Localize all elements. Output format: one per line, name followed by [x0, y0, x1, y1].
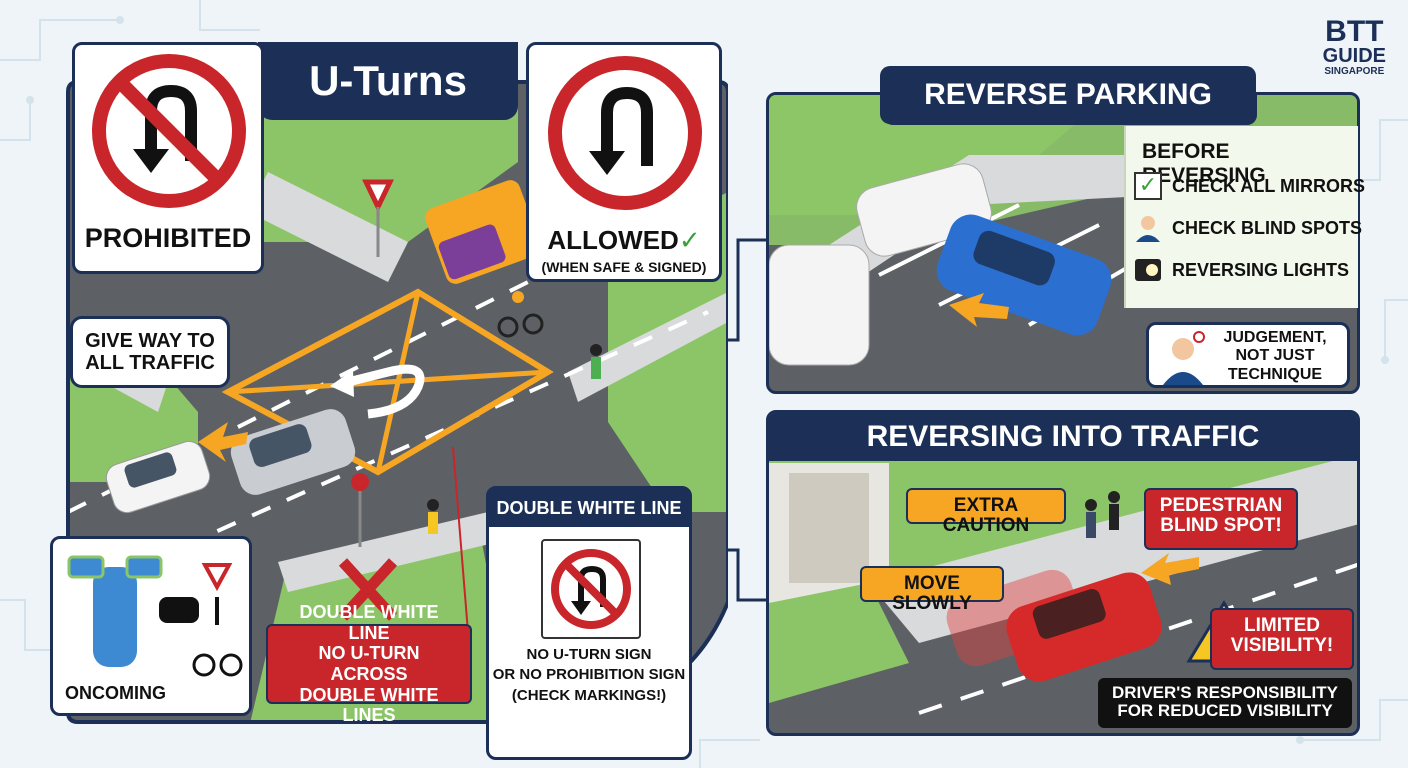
double-white-box-title: DOUBLE WHITE LINE	[489, 489, 689, 527]
before-reversing-box: BEFORE REVERSING	[1124, 126, 1358, 308]
double-white-warning-line2: NO U-TURN ACROSS	[318, 643, 420, 684]
person-icon	[1136, 216, 1160, 242]
pedestrian-line2: BLIND SPOT!	[1160, 514, 1282, 536]
brand-logo: BTT GUIDE SINGAPORE	[1322, 15, 1386, 78]
reversing-traffic-title-bar: REVERSING INTO TRAFFIC	[769, 413, 1357, 461]
parked-white-car-left	[769, 244, 870, 366]
no-uturn-sign-icon	[92, 54, 246, 208]
brand-line3: SINGAPORE	[1324, 66, 1385, 77]
thinking-driver-icon	[1163, 331, 1205, 385]
check-blind-spots-label: CHECK BLIND SPOTS	[1172, 217, 1363, 238]
extra-caution-tag: EXTRA CAUTION	[906, 488, 1066, 535]
mirror-view-illustration	[67, 555, 243, 677]
no-uturn-small-icon	[551, 549, 631, 629]
white-car	[105, 440, 211, 514]
judgement-line1: JUDGEMENT,	[1223, 329, 1327, 346]
double-white-warning-line1: DOUBLE WHITE LINE	[299, 601, 439, 643]
reversing-lights-item: REVERSING LIGHTS	[1134, 258, 1349, 282]
reverse-parking-title-bar: REVERSE PARKING	[880, 66, 1256, 124]
reversing-traffic-title: REVERSING INTO TRAFFIC	[866, 420, 1260, 453]
uturn-allowed-sign-icon	[548, 56, 702, 210]
blue-reversing-car	[936, 214, 1112, 336]
double-white-caption-line2: OR NO PROHIBITION SIGN	[492, 666, 686, 684]
limited-line1: LIMITED	[1244, 615, 1320, 636]
allowed-label: ALLOWED	[547, 225, 679, 255]
double-white-caption-line3: (CHECK MARKINGS!)	[511, 686, 667, 704]
reversing-lights-label: REVERSING LIGHTS	[1172, 259, 1350, 280]
judgement-line3: TECHNIQUE	[1227, 365, 1323, 383]
limited-visibility-tag: LIMITED VISIBILITY!	[1210, 608, 1354, 670]
reversing-traffic-panel: REVERSING INTO TRAFFIC	[766, 410, 1360, 736]
check-icon: ✓	[1134, 172, 1162, 200]
limited-line2: VISIBILITY!	[1230, 634, 1334, 656]
judgement-bubble: JUDGEMENT, NOT JUST TECHNIQUE	[1146, 322, 1350, 388]
allowed-label-row: ALLOWED✓	[529, 225, 719, 256]
check-blind-spots-item: CHECK BLIND SPOTS	[1134, 214, 1362, 242]
double-white-warning-line3: DOUBLE WHITE LINES	[299, 684, 439, 726]
give-way-text: GIVE WAY TO ALL TRAFFIC	[85, 330, 215, 374]
double-white-caption: NO U-TURN SIGN OR NO PROHIBITION SIGN (C…	[489, 645, 689, 706]
reverse-parking-title: REVERSE PARKING	[924, 78, 1212, 111]
check-mirrors-label: CHECK ALL MIRRORS	[1172, 175, 1365, 196]
give-way-bubble: GIVE WAY TO ALL TRAFFIC	[70, 316, 230, 388]
no-uturn-plate	[541, 539, 641, 639]
move-slowly-tag: MOVE SLOWLY	[860, 566, 1004, 613]
driver-responsibility-tag: DRIVER'S RESPONSIBILITY FOR REDUCED VISI…	[1098, 678, 1352, 728]
double-white-caption-line1: NO U-TURN SIGN	[526, 646, 652, 663]
double-white-warning: DOUBLE WHITE LINE NO U-TURN ACROSS DOUBL…	[266, 602, 472, 725]
oncoming-card: ONCOMING	[50, 536, 252, 716]
red-reversing-car	[1006, 572, 1162, 682]
check-mirrors-item: ✓ CHECK ALL MIRRORS	[1134, 172, 1365, 200]
judgement-text: JUDGEMENT, NOT JUST TECHNIQUE	[1209, 329, 1341, 384]
double-white-box: DOUBLE WHITE LINE NO U-TURN SIGN OR NO P…	[486, 486, 692, 760]
pedestrian-line1: PEDESTRIAN	[1159, 495, 1283, 516]
uturns-title-banner: U-Turns	[258, 42, 518, 120]
allowed-sub: (WHEN SAFE & SIGNED)	[541, 259, 707, 275]
panel-connectors	[726, 238, 766, 602]
uturns-panel: U-Turns PROHIBITED ALLOWED✓ (WHEN SAFE &…	[48, 42, 730, 760]
brand-line1: BTT	[1325, 15, 1384, 48]
bus-illustration	[425, 180, 541, 284]
prohibited-card: PROHIBITED	[72, 42, 264, 274]
allowed-card: ALLOWED✓ (WHEN SAFE & SIGNED)	[526, 42, 722, 282]
green-check-icon: ✓	[678, 225, 701, 255]
brand-line2: GUIDE	[1322, 45, 1386, 67]
uturns-title: U-Turns	[309, 57, 467, 104]
before-reversing-title: BEFORE REVERSING	[1142, 140, 1266, 187]
light-icon	[1135, 259, 1161, 281]
prohibited-label: PROHIBITED	[84, 223, 252, 253]
pedestrian-blind-spot-tag: PEDESTRIAN BLIND SPOT!	[1144, 488, 1298, 550]
responsibility-line2: FOR REDUCED VISIBILITY	[1117, 700, 1333, 720]
responsibility-line1: DRIVER'S RESPONSIBILITY	[1111, 683, 1339, 702]
judgement-line2: NOT JUST	[1235, 347, 1315, 365]
silver-car	[230, 409, 356, 495]
oncoming-label: ONCOMING	[65, 683, 166, 703]
